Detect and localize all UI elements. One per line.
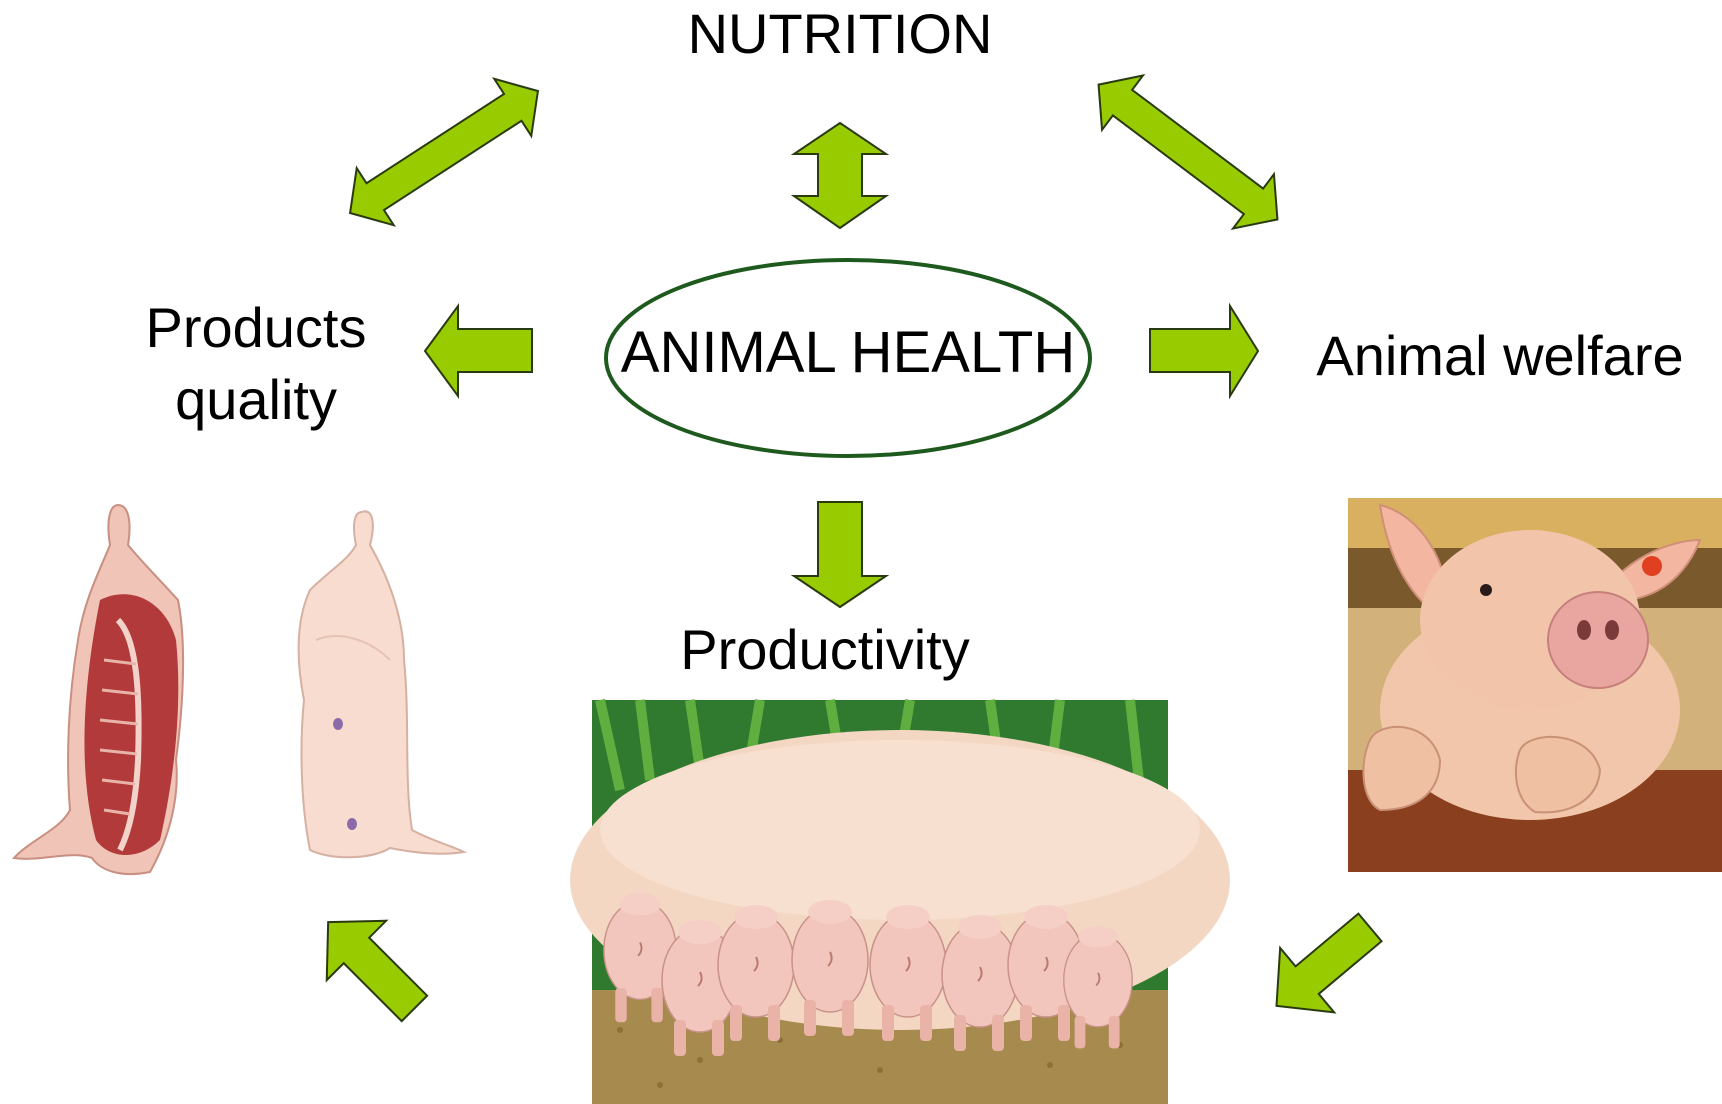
arrow-productivity-to-quality bbox=[298, 892, 444, 1038]
double-arrow-nutrition-health bbox=[794, 123, 886, 228]
pig-welfare-image bbox=[1348, 498, 1722, 872]
arrow-to-productivity bbox=[794, 502, 886, 607]
double-arrow-nutrition-welfare bbox=[1078, 57, 1298, 246]
double-arrow-nutrition-products bbox=[332, 62, 557, 241]
productivity-label: Productivity bbox=[660, 618, 990, 682]
products-quality-label: Products quality bbox=[120, 292, 392, 435]
products-quality-line-1: Products bbox=[120, 292, 392, 364]
arrow-to-animal-welfare bbox=[1150, 306, 1258, 396]
arrow-to-products-quality bbox=[425, 306, 532, 396]
animal-health-label: ANIMAL HEALTH bbox=[606, 320, 1090, 387]
arrow-welfare-to-productivity bbox=[1250, 895, 1397, 1038]
animal-welfare-label: Animal welfare bbox=[1300, 324, 1700, 388]
sow-piglets-image bbox=[570, 700, 1230, 1104]
pork-carcass-image bbox=[14, 505, 464, 874]
products-quality-line-2: quality bbox=[120, 364, 392, 436]
nutrition-label: NUTRITION bbox=[640, 2, 1040, 66]
